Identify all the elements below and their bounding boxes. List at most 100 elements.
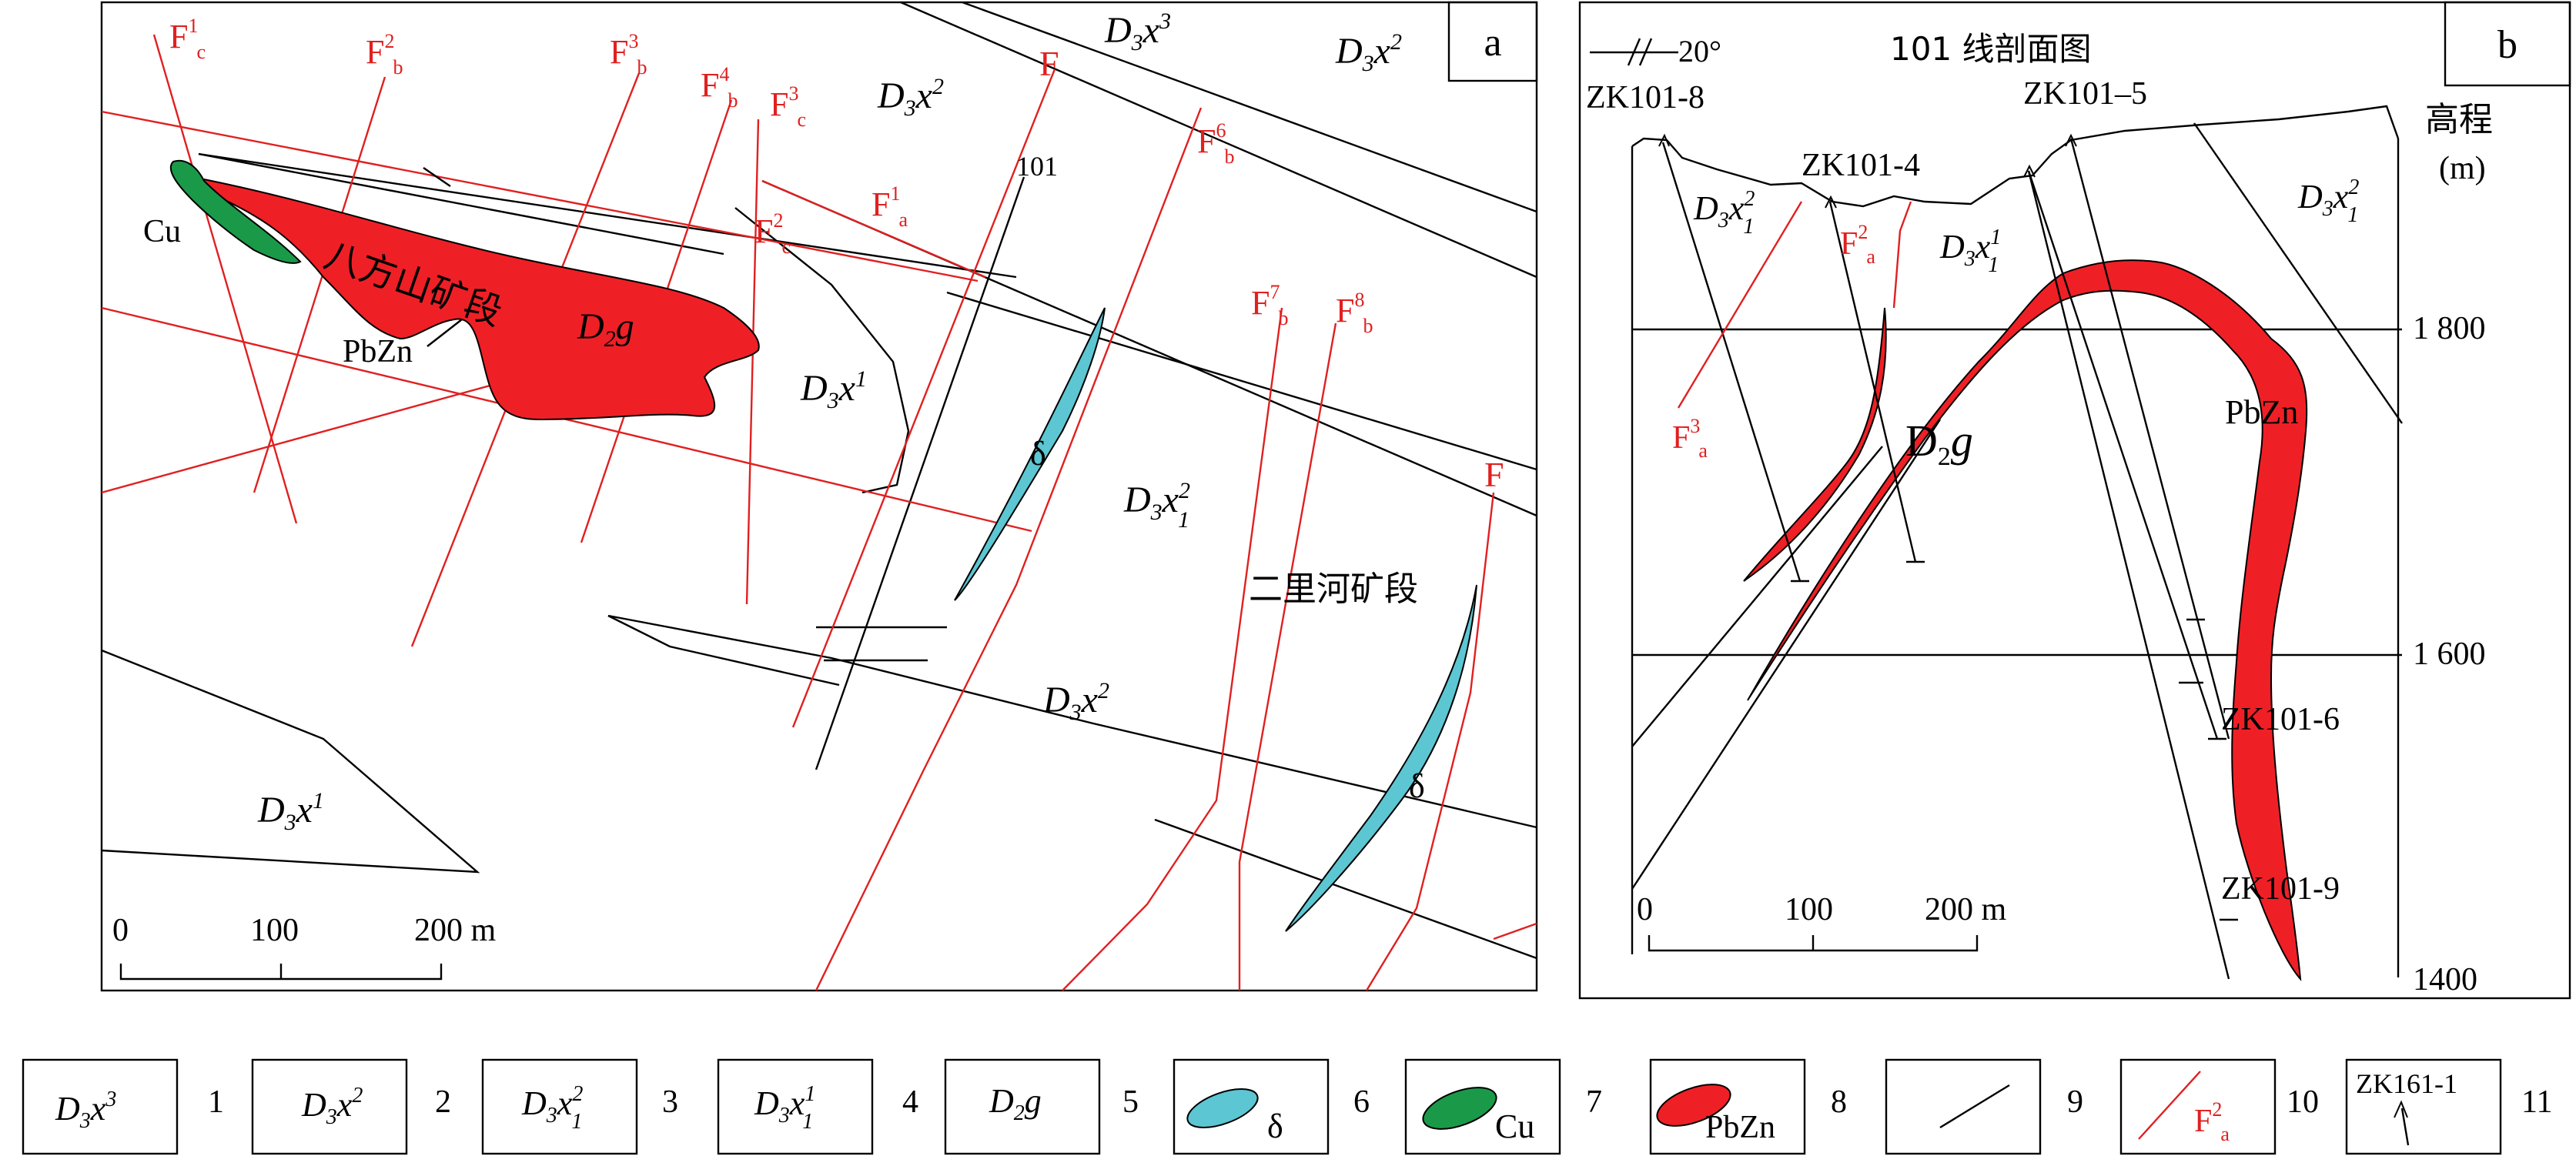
svg-text:D3x2: D3x2: [301, 1084, 363, 1129]
svg-text:F3b: F3b: [610, 30, 647, 79]
svg-text:F8b: F8b: [1336, 289, 1373, 337]
boreholes: [1658, 133, 2238, 980]
diorite-dike-2: [1285, 584, 1477, 932]
pbzn-label-a: PbZn: [343, 334, 413, 369]
svg-text:D2g: D2g: [989, 1082, 1042, 1125]
svg-text:F2b: F2b: [366, 30, 403, 79]
svg-text:D3x1: D3x1: [800, 366, 867, 413]
hole-label-zk101-9: ZK101-9: [2221, 871, 2340, 907]
panel-b-frame: [1578, 1, 2571, 1000]
svg-text:D3x2: D3x2: [877, 74, 944, 121]
pbzn-label-b: PbZn: [2225, 393, 2298, 431]
svg-text:F3c: F3c: [770, 82, 806, 131]
legend-item-7: Cu 7: [1404, 1058, 1602, 1155]
delta-label-1: δ: [1030, 435, 1046, 473]
cu-label: Cu: [143, 214, 181, 249]
pbzn-orebody-section-west: [1743, 307, 1887, 582]
svg-text:F2a: F2a: [1840, 221, 1875, 268]
legend-num-3: 3: [662, 1084, 678, 1120]
svg-text:D3x2: D3x2: [1335, 29, 1402, 76]
scale-b-tick-200: 200 m: [1925, 892, 2007, 927]
legend-item-9: 9: [1885, 1058, 2083, 1155]
dip-angle: 20°: [1678, 34, 1721, 68]
legend-num-5: 5: [1122, 1084, 1139, 1120]
svg-text:F1c: F1c: [169, 15, 206, 63]
legend-num-11: 11: [2521, 1084, 2552, 1120]
svg-text:F6b: F6b: [1197, 119, 1234, 168]
legend-num-1: 1: [208, 1084, 224, 1120]
pbzn-orebody-section-main: [1747, 259, 2308, 981]
panel-a-label: a: [1484, 21, 1501, 65]
district-label-erlihe: 二里河矿段: [1249, 570, 1418, 609]
legend-item-2: D3x2 2: [251, 1058, 451, 1155]
svg-text:D2g: D2g: [577, 306, 634, 352]
stratum-label-d3x2-a1: D3x2: [1335, 29, 1402, 76]
scale-a-tick-100: 100: [250, 913, 299, 948]
section-title: 101 线剖面图: [1890, 30, 2092, 68]
elevation-axis-label: 高程: [2425, 100, 2493, 139]
svg-text:F4b: F4b: [701, 63, 738, 112]
svg-text:D3x3: D3x3: [1104, 8, 1171, 55]
hole-label-zk101-5: ZK101–5: [2023, 76, 2147, 112]
scale-bar-b: 0 100 200 m: [1637, 892, 2007, 952]
legend-num-4: 4: [902, 1084, 918, 1120]
legend-num-9: 9: [2067, 1084, 2083, 1120]
elevation-1800: 1 800: [2413, 311, 2486, 346]
svg-text:D3x2: D3x2: [1042, 678, 1109, 725]
svg-text:D2g: D2g: [1905, 416, 1973, 471]
pbzn-orebody-bafangshan: [199, 177, 760, 421]
hole-label-zk101-4: ZK101-4: [1802, 148, 1920, 183]
svg-text:F2a: F2a: [2194, 1098, 2230, 1145]
borehole-zk101-5: [2069, 138, 2230, 740]
fault-f2a-trace: [1892, 201, 1912, 309]
borehole-zk101-6: [2027, 170, 2219, 740]
svg-text:ZK161-1: ZK161-1: [2356, 1068, 2457, 1099]
fault-label-f-east: F: [1484, 455, 1504, 494]
hole-label-zk101-6: ZK101-6: [2221, 702, 2340, 737]
svg-text:D3x1: D3x1: [257, 788, 324, 835]
scale-b-tick-100: 100: [1785, 892, 1833, 927]
legend-item-8: PbZn 8: [1649, 1058, 1847, 1155]
legend-item-6: δ 6: [1173, 1058, 1370, 1155]
scale-a-tick-200: 200 m: [414, 913, 497, 948]
borehole-zk101-4: [1828, 201, 1917, 563]
legend-num-2: 2: [435, 1084, 451, 1120]
stratum-label-b-d2g: D2g: [1905, 416, 1973, 471]
legend-item-5: D2g 5: [944, 1058, 1139, 1155]
elevation-1400: 1400: [2413, 962, 2477, 997]
topographic-profile: [1631, 105, 2400, 208]
stratum-label-d3x2-a2: D3x2: [877, 74, 944, 121]
legend-item-1: D3x3 1: [22, 1058, 224, 1155]
stratum-label-d2g-a: D2g: [577, 306, 634, 352]
elevation-axis-unit: (m): [2439, 151, 2486, 186]
diorite-dike-1: [954, 307, 1106, 601]
svg-text:D3x3: D3x3: [55, 1088, 116, 1133]
svg-text:F3a: F3a: [1672, 415, 1708, 462]
panel-a-label-box: [1447, 1, 1538, 82]
scale-bar-a: 0 100 200 m: [112, 913, 497, 981]
scale-b-tick-0: 0: [1637, 892, 1653, 927]
fault-label-f-main: F: [1039, 44, 1059, 83]
stratum-label-d3x2-a3: D3x2: [1042, 678, 1109, 725]
delta-label-2: δ: [1409, 767, 1425, 805]
svg-text:F7b: F7b: [1251, 281, 1288, 329]
borehole-zk101-8: [1661, 142, 1802, 582]
